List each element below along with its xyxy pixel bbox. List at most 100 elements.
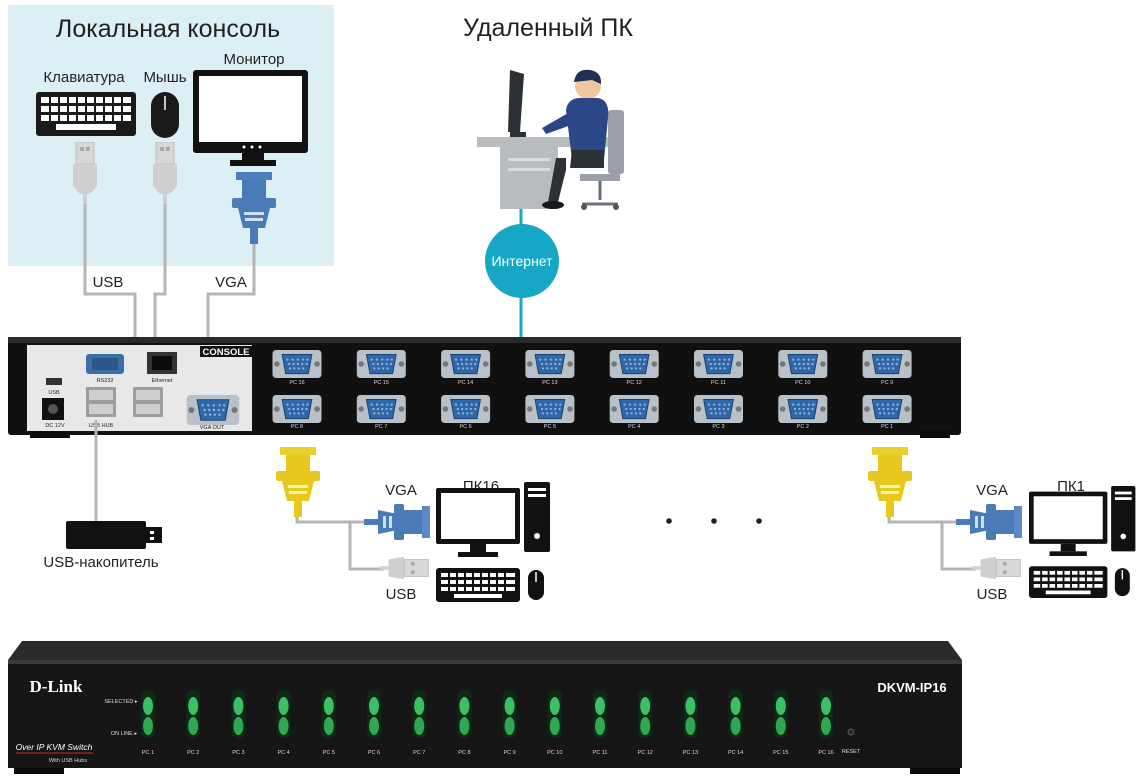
ellipsis-dots [666, 518, 762, 524]
kvm-rear-panel: CONSOLE RS232 Ethernet USB DC 12V USB HU… [8, 337, 961, 438]
usb-drive-icon [66, 521, 162, 549]
online-led [640, 717, 651, 735]
remote-user-icon [477, 69, 624, 210]
channel-label: PC 16 [818, 750, 833, 756]
channel-label: PC 8 [458, 750, 470, 756]
pc-port-bottom [693, 395, 744, 423]
ethernet-label: Ethernet [152, 378, 173, 384]
online-led [143, 717, 153, 735]
selected-led [730, 697, 741, 715]
pc-port-label: PC 11 [711, 380, 726, 386]
selected-led [775, 697, 786, 715]
selected-led [549, 697, 560, 715]
pc-port-top [272, 350, 322, 378]
pc-port-bottom [356, 395, 407, 423]
pc1-vga-plug-icon [868, 447, 912, 517]
pc-port-label: PC 8 [291, 424, 303, 430]
online-led [549, 717, 560, 735]
internet-label: Интернет [491, 253, 553, 269]
pc-port-bottom [524, 395, 575, 423]
selected-led [685, 697, 696, 715]
pc1-cables [887, 517, 976, 571]
selected-led [821, 697, 831, 715]
subtitle2-label: With USB Hubs [49, 758, 87, 764]
pc-port-label: PC 16 [289, 380, 304, 386]
pc-port-bottom [777, 395, 828, 423]
pc-port-top [693, 350, 744, 378]
pc16-usb-connector-icon [380, 556, 429, 580]
pc-port-grid: PC 16 PC 15 PC 14 PC 13 PC 12 PC 11 PC 10 PC 9 P… [272, 350, 913, 430]
pc16-vga-connector-icon [364, 504, 430, 540]
online-label: ON LINE ▸ [111, 731, 138, 737]
pc-port-label: PC 12 [627, 380, 642, 386]
usb-drive-label: USB-накопитель [43, 554, 158, 571]
channel-label: PC 5 [323, 750, 335, 756]
selected-led [369, 697, 379, 715]
pc-port-top [524, 350, 575, 378]
pc-port-label: PC 6 [459, 424, 471, 430]
channel-label: PC 14 [728, 750, 743, 756]
pc-port-label: PC 2 [797, 424, 809, 430]
pc-port-label: PC 15 [374, 380, 389, 386]
channel-label: PC 11 [593, 750, 608, 756]
brand-logo: D-Link [30, 677, 83, 696]
reset-label: RESET [842, 749, 861, 755]
online-led [685, 717, 696, 735]
channel-label: PC 1 [142, 750, 154, 756]
pc-port-top [862, 350, 913, 378]
pc1-usb-connector-icon [972, 556, 1021, 580]
online-led [323, 717, 334, 735]
pc16-vga-plug-icon [276, 447, 320, 517]
keyboard-label: Клавиатура [43, 69, 125, 86]
rs232-label: RS232 [97, 378, 114, 384]
online-led [821, 717, 831, 735]
pc-port-label: PC 14 [458, 380, 473, 386]
pc-port-label: PC 9 [881, 380, 893, 386]
pc1-computer-icon [1029, 485, 1137, 599]
online-led [188, 717, 199, 735]
pc1-vga-label: VGA [976, 482, 1008, 499]
pc-port-bottom [440, 395, 491, 423]
pc-port-label: PC 5 [544, 424, 556, 430]
pc1-usb-label: USB [977, 586, 1008, 603]
channel-label: PC 6 [368, 750, 380, 756]
pc1-label: ПК1 [1057, 478, 1085, 495]
online-led [369, 717, 379, 735]
pc-port-label: PC 4 [628, 424, 640, 430]
pc16-computer-icon [436, 482, 551, 602]
vga-out-label: VGA OUT [200, 425, 225, 431]
online-led [459, 717, 470, 735]
pc-port-label: PC 13 [542, 380, 557, 386]
vga-out-port [186, 395, 240, 425]
selected-led [278, 697, 289, 715]
online-led [414, 717, 425, 735]
pc-port-label: PC 10 [795, 380, 810, 386]
mouse-icon [151, 92, 179, 138]
internet-cloud-icon [485, 224, 559, 298]
channel-label: PC 9 [503, 750, 515, 756]
monitor-icon [193, 70, 308, 166]
pc16-vga-label: VGA [385, 482, 417, 499]
channel-label: PC 4 [277, 750, 289, 756]
reset-button[interactable] [847, 728, 855, 736]
channel-label: PC 13 [683, 750, 698, 756]
selected-led [188, 697, 199, 715]
monitor-label: Монитор [223, 51, 284, 68]
usb-port-label: USB [48, 390, 60, 396]
pc-port-bottom [609, 395, 660, 423]
selected-led [595, 697, 605, 715]
usb-hub-label: USB HUB [89, 423, 114, 429]
keyboard-icon [36, 92, 136, 136]
online-led [775, 717, 786, 735]
pc-port-top [777, 350, 828, 378]
remote-pc-title: Удаленный ПК [463, 14, 633, 42]
pc-port-label: PC 1 [881, 424, 893, 430]
pc1-vga-connector-icon [956, 504, 1022, 540]
kvm-front-panel: D-Link DKVM-IP16 Over IP KVM Switch With… [8, 641, 962, 774]
online-led [730, 717, 741, 735]
channel-label: PC 10 [547, 750, 562, 756]
selected-led [414, 697, 425, 715]
pc-port-top [609, 350, 660, 378]
